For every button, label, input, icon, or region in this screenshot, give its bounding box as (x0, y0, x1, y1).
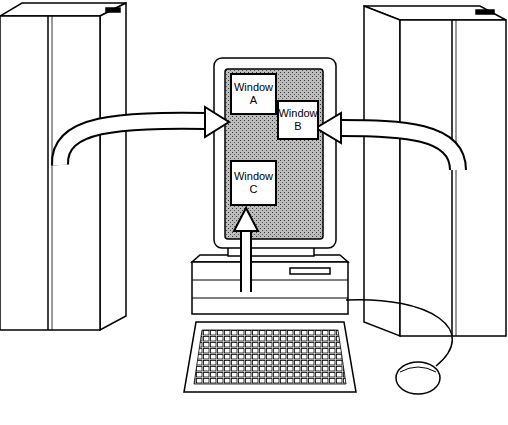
unit-front (192, 262, 348, 314)
system-unit (192, 255, 348, 314)
window-box: Window B (277, 100, 319, 140)
server-side (100, 3, 126, 330)
server-front (400, 20, 506, 336)
unit-line (192, 298, 348, 299)
server-door-seam (52, 16, 53, 330)
left-arrow (60, 107, 229, 165)
left-server (0, 3, 126, 330)
keyboard-keys (194, 330, 346, 384)
server-badge (106, 8, 120, 12)
monitor-screen (225, 69, 323, 239)
monitor-bezel (214, 58, 336, 248)
drive-slot (290, 268, 330, 274)
server-door-seam (47, 16, 49, 330)
server-side (364, 6, 400, 336)
up-arrow (234, 208, 258, 292)
monitor (214, 58, 336, 256)
unit-line (192, 280, 348, 281)
right-arrow (316, 113, 458, 170)
mouse-cable (346, 300, 452, 366)
arrow-outline (340, 128, 458, 170)
server-door-seam (456, 20, 457, 336)
mouse-button-line (400, 367, 436, 372)
right-server (364, 6, 506, 336)
arrow-body (60, 121, 206, 165)
keyboard-body (184, 322, 356, 392)
window-text-holder: Window C (232, 170, 275, 196)
arrow-head (234, 208, 258, 231)
window-label: Window A (232, 81, 275, 107)
server-front (0, 16, 100, 330)
arrow-head (205, 107, 229, 137)
window-box: Window C (230, 160, 277, 206)
arrow-body (242, 230, 250, 292)
window-box: Window A (230, 73, 277, 115)
arrow-outline (240, 230, 252, 292)
arrow-outline (60, 121, 206, 165)
mouse (396, 362, 440, 394)
server-badge (476, 10, 494, 14)
keyboard (184, 322, 356, 392)
window-label: Window C (232, 170, 275, 196)
arrow-head (316, 113, 341, 143)
window-text-holder: Window A (232, 81, 275, 107)
server-door-seam (451, 20, 453, 336)
arrow-body (340, 128, 458, 170)
window-label: Window B (277, 107, 318, 133)
window-text-holder: Window B (277, 107, 318, 133)
